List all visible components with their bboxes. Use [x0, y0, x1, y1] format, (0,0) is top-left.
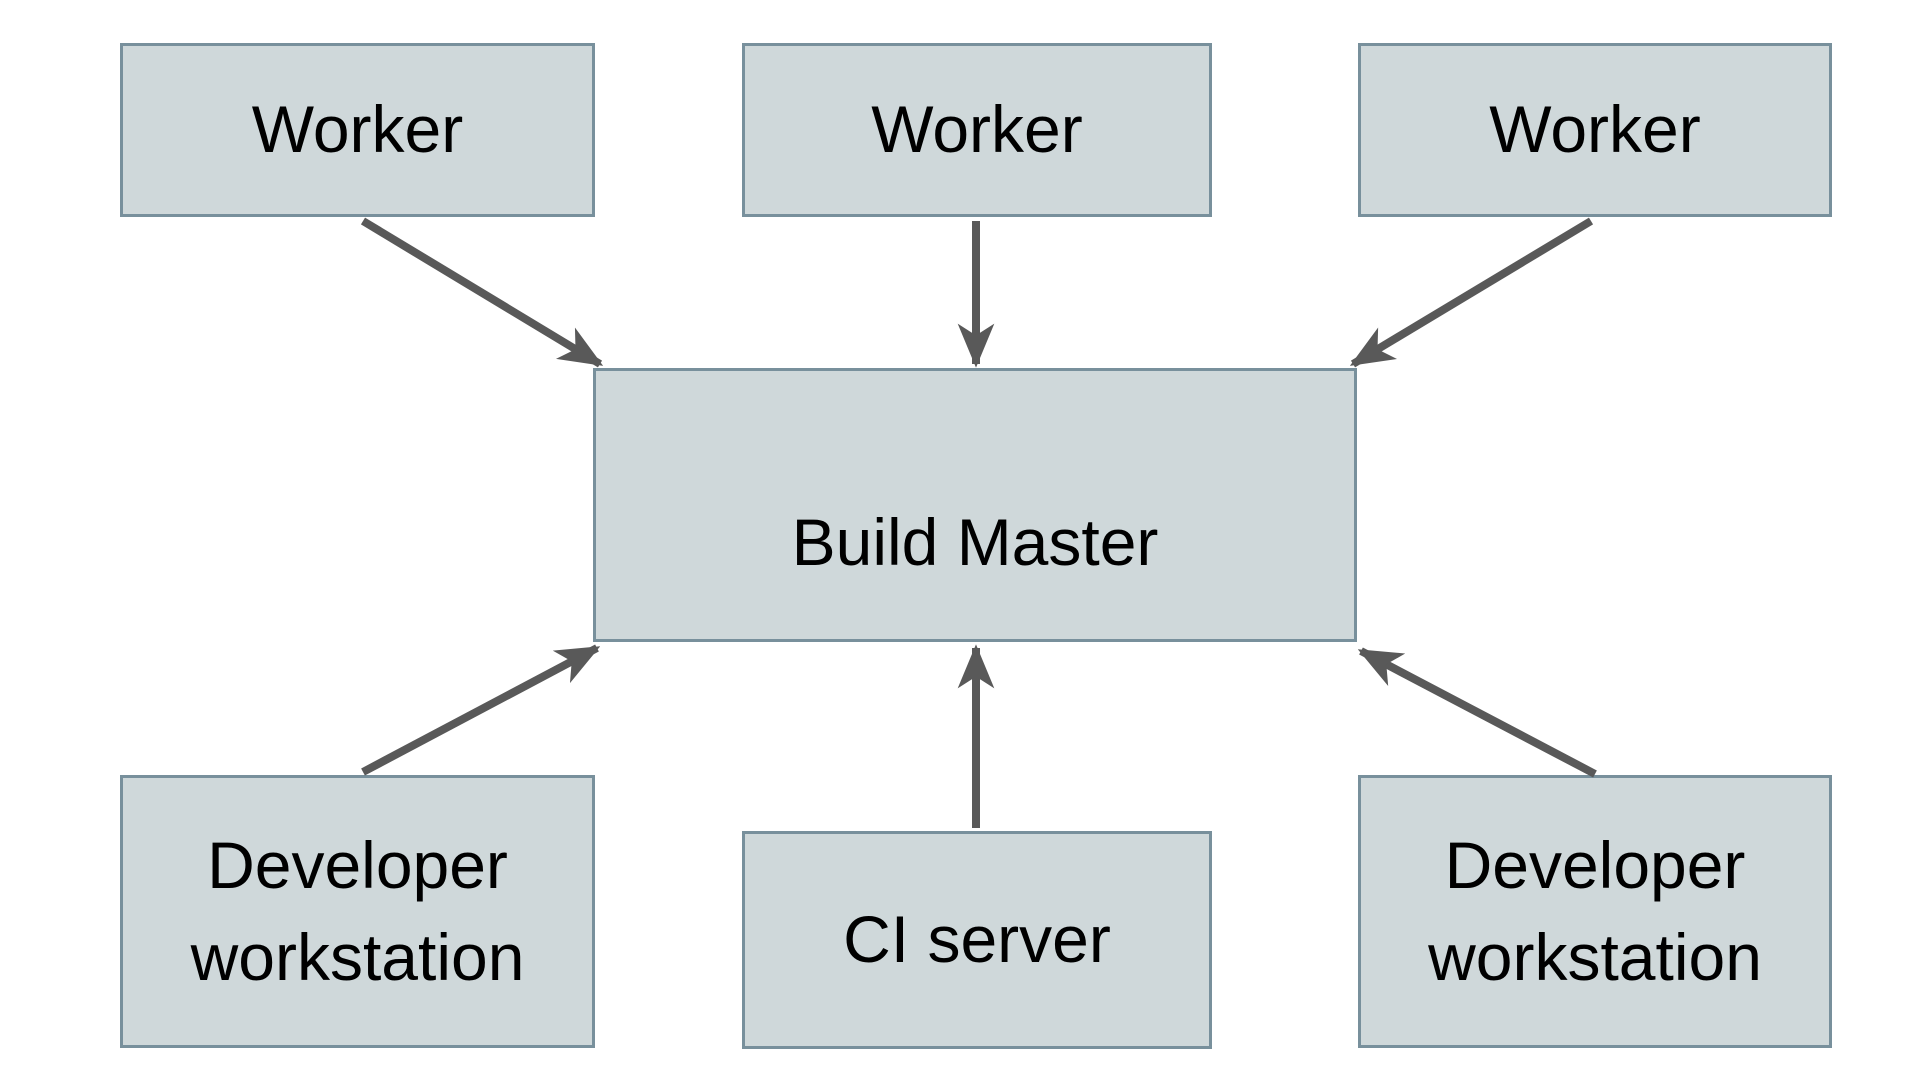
node-developer-workstation-right: Developer workstation	[1358, 775, 1832, 1048]
node-developer-workstation-left: Developer workstation	[120, 775, 595, 1048]
node-worker-1: Worker	[120, 43, 595, 217]
node-worker-3: Worker	[1358, 43, 1832, 217]
node-build-master-label: Build Master	[791, 505, 1159, 580]
node-worker-2: Worker	[742, 43, 1212, 217]
node-developer-workstation-left-label: Developer workstation	[190, 828, 525, 994]
node-worker-3-label: Worker	[1489, 92, 1701, 167]
node-build-master: Build Master	[593, 368, 1357, 642]
node-ci-server-label: CI server	[843, 902, 1111, 977]
node-worker-1-label: Worker	[251, 92, 464, 167]
node-worker-2-label: Worker	[871, 92, 1083, 167]
arrow-worker-3-to-build-master	[1349, 217, 1594, 368]
node-developer-workstation-right-label: Developer workstation	[1428, 828, 1762, 994]
node-ci-server: CI server	[742, 831, 1212, 1049]
arrow-developer-workstation-right-to-build-master	[1357, 647, 1597, 778]
arrow-worker-1-to-build-master	[360, 217, 604, 368]
arrow-developer-workstation-left-to-build-master	[361, 644, 601, 776]
